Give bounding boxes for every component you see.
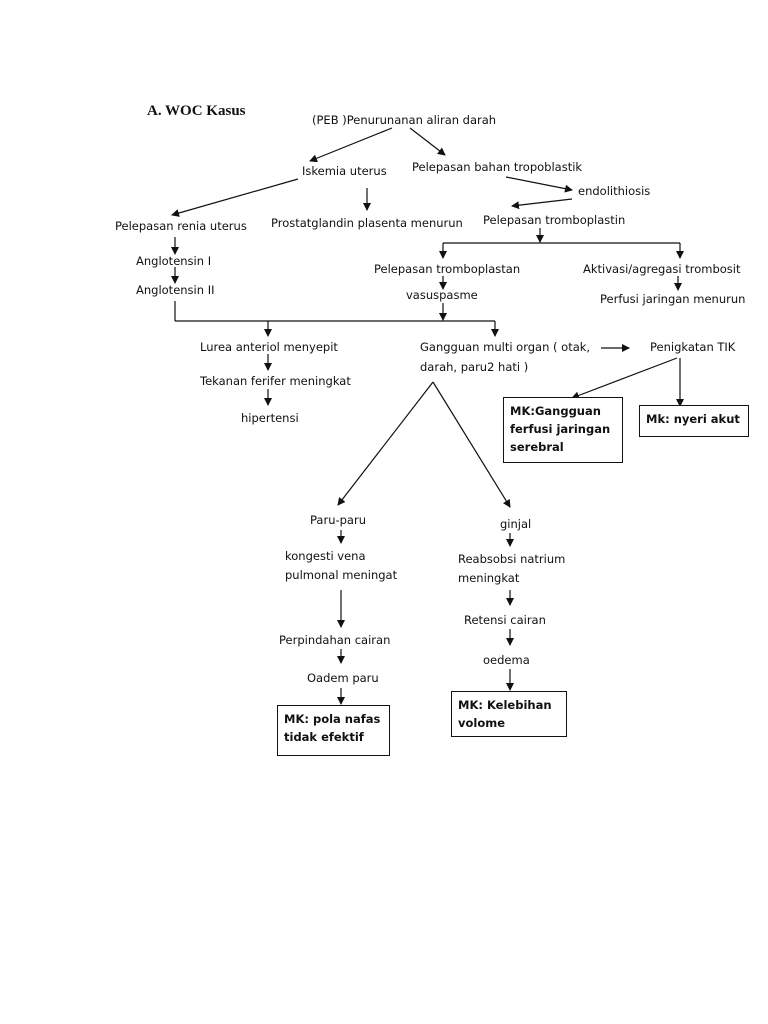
arrow-tik-to-mk-gangguan — [571, 357, 678, 400]
box-mk-pola: MK: pola nafas tidak efektif — [277, 705, 390, 756]
node-lurea: Lurea anteriol menyepit — [200, 340, 338, 354]
node-oedema: oedema — [483, 653, 530, 667]
page-title: A. WOC Kasus — [147, 103, 246, 119]
node-paru: Paru-paru — [310, 513, 366, 527]
node-gangguan-line2: darah, paru2 hati ) — [420, 360, 529, 374]
arrow-iskemia-to-renia — [171, 178, 299, 217]
arrow-peb-to-iskemia — [309, 127, 393, 163]
node-retensi: Retensi cairan — [464, 613, 546, 627]
node-vasuspasme: vasuspasme — [406, 288, 478, 302]
node-peb: (PEB )Penurunanan aliran darah — [312, 113, 497, 127]
node-peningkatan-tik: Penigkatan TIK — [650, 340, 736, 354]
box-mk-kelebihan: MK: Kelebihan volome — [451, 691, 567, 737]
node-gangguan-line1: Gangguan multi organ ( otak, — [420, 340, 591, 354]
node-reabsobsi-line1: Reabsobsi natrium — [458, 552, 566, 566]
node-aktivasi: Aktivasi/agregasi trombosit — [583, 262, 741, 276]
box-mk-gangguan: MK:Gangguan ferfusi jaringan serebral — [503, 397, 623, 463]
arrow-gangguan-to-paru — [337, 381, 434, 506]
node-pelepasan-tromboplastan: Pelepasan tromboplastan — [374, 262, 521, 276]
arrow-to-tromboplastin — [511, 198, 573, 210]
node-reabsobsi-line2: meningkat — [458, 571, 520, 585]
node-pelepasan-tromboplastin: Pelepasan tromboplastin — [483, 213, 626, 227]
node-endolithiosis: endolithiosis — [578, 184, 651, 198]
node-hipertensi: hipertensi — [241, 411, 299, 425]
node-perpindahan: Perpindahan cairan — [279, 633, 391, 647]
node-anglotensin-2: Anglotensin II — [136, 283, 215, 297]
node-anglotensin-1: Anglotensin I — [136, 254, 212, 268]
node-tekanan: Tekanan ferifer meningkat — [200, 374, 351, 388]
node-iskemia: Iskemia uterus — [302, 164, 387, 178]
box-mk-nyeri: Mk: nyeri akut — [639, 405, 749, 437]
arrow-peb-to-pelepasan-bahan — [409, 127, 446, 156]
node-prostatglandin: Prostatglandin plasenta menurun — [271, 216, 463, 230]
node-ginjal: ginjal — [500, 517, 532, 531]
node-kongesti-line2: pulmonal meningat — [285, 568, 398, 582]
node-kongesti-line1: kongesti vena — [285, 549, 366, 563]
node-perfusi-menurun: Perfusi jaringan menurun — [600, 292, 746, 306]
arrow-to-endolithiosis — [505, 176, 573, 193]
node-pelepasan-bahan: Pelepasan bahan tropoblastik — [412, 160, 583, 174]
node-oadem: Oadem paru — [307, 671, 379, 685]
node-pelepasan-renia: Pelepasan renia uterus — [115, 219, 247, 233]
arrow-gangguan-to-ginjal — [432, 381, 511, 508]
